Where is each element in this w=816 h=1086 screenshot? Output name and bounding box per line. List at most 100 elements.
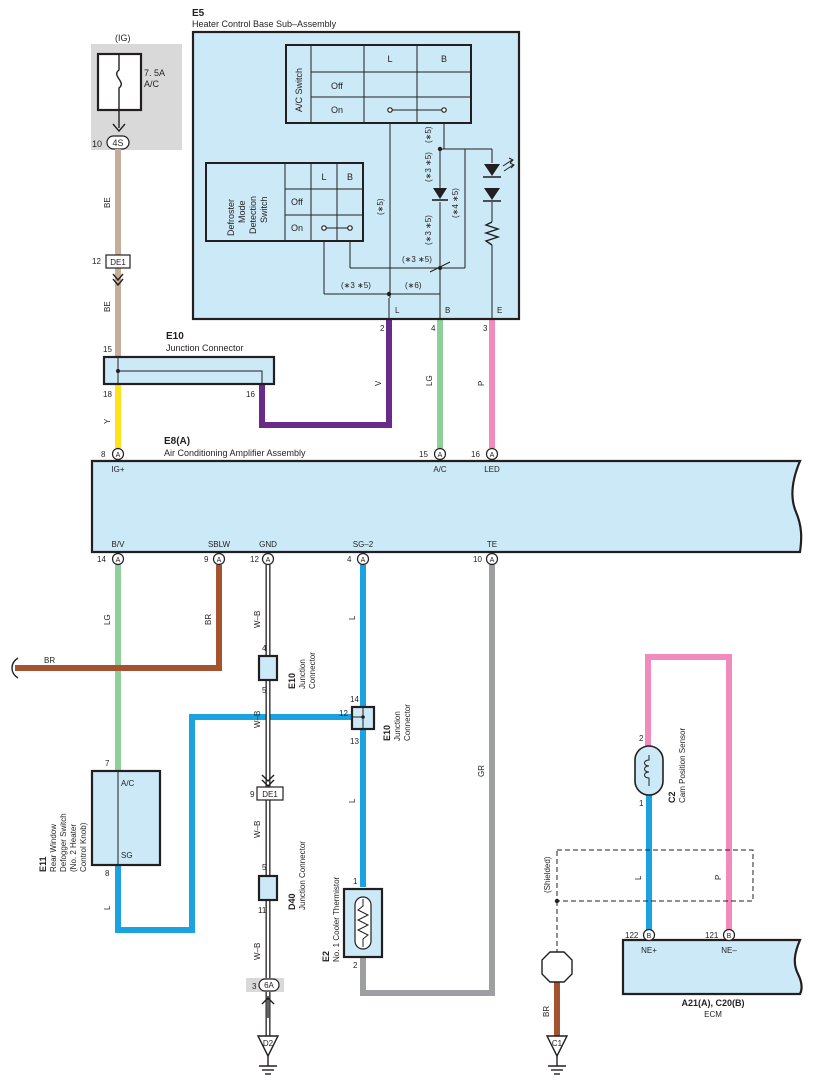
e10b-pin-5: 5: [262, 686, 267, 695]
wire-label-v: V: [374, 380, 383, 386]
fuse-connector-label: 4S: [112, 138, 123, 148]
wire-label-br-2: BR: [44, 656, 55, 665]
defroster-label-1: Defroster: [226, 199, 236, 236]
de1b-connector: [256, 786, 284, 801]
svg-text:GND: GND: [259, 540, 277, 549]
e10b-pin-4: 4: [262, 644, 267, 653]
e5-code: E5: [192, 8, 205, 19]
wire-label-br-1: BR: [204, 614, 213, 625]
e5-note-5b: (∗5): [376, 198, 385, 215]
de1b-label: DE1: [262, 790, 278, 799]
c2-name: Cam Position Sensor: [678, 728, 687, 803]
wire-br: [15, 565, 222, 671]
ac-switch-label: A/C Switch: [294, 68, 304, 112]
e10c-label-1: Junction: [393, 711, 402, 741]
wire-label-lg-2: LG: [103, 614, 112, 625]
e8-top-pin-ig: 8 A IG+: [101, 447, 125, 474]
e2-pin-1: 1: [353, 877, 358, 886]
e8-bottom-pin-sg2: SG–2 4 A: [347, 540, 374, 566]
svg-text:121: 121: [705, 931, 719, 940]
e11-sg-label: SG: [121, 851, 133, 860]
svg-text:4: 4: [347, 555, 352, 564]
br-wire-break: [11, 657, 19, 679]
e8-bottom-pin-sblw: SBLW 9 A: [204, 540, 231, 566]
svg-text:NE+: NE+: [641, 946, 657, 955]
svg-text:SBLW: SBLW: [208, 540, 231, 549]
wire-label-l-4: L: [634, 875, 643, 880]
wire-label-lg: LG: [425, 375, 434, 386]
shield-box: [556, 849, 754, 902]
ac-switch-off: Off: [331, 81, 343, 91]
e5-pin-b: B: [445, 306, 450, 315]
e10c-pin-12: 12: [339, 709, 348, 718]
e8-bottom-pin-gnd: GND 12 A: [250, 540, 277, 566]
c2-coil: [644, 755, 650, 786]
e10a-pin-15: 15: [103, 345, 112, 354]
svg-text:A: A: [490, 557, 495, 564]
e11-label-2: Defogger Switch: [59, 813, 68, 872]
e5-diode: [433, 188, 447, 199]
ac-switch-box: [285, 44, 472, 124]
ecm-box: [621, 938, 803, 996]
e10b-label-2: Connector: [308, 652, 317, 689]
svg-text:9: 9: [204, 555, 209, 564]
e5-note-35c: (∗3 ∗5): [402, 255, 432, 264]
wire-label-gr: GR: [477, 765, 486, 777]
wire-label-l-3: L: [103, 905, 112, 910]
ground-d2-label: D2: [263, 1039, 274, 1048]
wire-label-p-2: P: [714, 875, 723, 880]
wire-label-wb-1: W–B: [253, 611, 262, 628]
e11-box: [90, 769, 162, 867]
e5-note-35b: (∗3 ∗5): [424, 215, 433, 245]
de1a-connector: [105, 254, 131, 269]
d40-pin-11: 11: [258, 906, 267, 915]
c2-sensor: [634, 745, 664, 796]
e5-name: Heater Control Base Sub–Assembly: [192, 19, 337, 29]
e5-resistor: [483, 221, 501, 246]
d40-code: D40: [287, 893, 297, 910]
c2-pin-2: 2: [639, 734, 644, 743]
svg-text:A: A: [266, 557, 271, 564]
defroster-label-4: Switch: [259, 196, 269, 223]
e8-top-pin-ac: 15 A A/C: [419, 447, 447, 474]
e5-note-6: (∗6): [405, 281, 422, 290]
e2-pin-2: 2: [353, 961, 358, 970]
svg-text:15: 15: [419, 450, 428, 459]
ground-c1-label: C1: [552, 1039, 563, 1048]
e5-pin-l: L: [395, 306, 400, 315]
e10b-label-1: Junction: [298, 659, 307, 689]
e5-led-1: [484, 164, 500, 176]
e5-pin-3: 3: [483, 324, 488, 333]
e10c-pin-13: 13: [350, 737, 359, 746]
e5-led-2: [484, 188, 500, 200]
e5-note-35d: (∗3 ∗5): [341, 281, 371, 290]
wire-label-be-1: BE: [103, 197, 112, 208]
de1a-pin: 12: [92, 257, 101, 266]
wire-label-wb-4: W–B: [253, 943, 262, 960]
svg-text:IG+: IG+: [111, 465, 124, 474]
fuse-ig-label: (IG): [115, 33, 131, 43]
svg-text:A: A: [116, 557, 121, 564]
e11-label-4: Control Knob): [79, 822, 88, 872]
fuse-chevron: [112, 123, 126, 133]
e11-label-3: (No. 2 Heater: [69, 824, 78, 872]
svg-text:122: 122: [625, 931, 639, 940]
e5-pin-4: 4: [431, 324, 436, 333]
e10c-label-2: Connector: [403, 704, 412, 741]
svg-text:A: A: [361, 557, 366, 564]
e5-pin-2: 2: [380, 324, 385, 333]
ac-switch-on: On: [331, 105, 343, 115]
e8-box: [90, 459, 803, 554]
svg-text:A: A: [116, 452, 121, 459]
e8-code: E8(A): [164, 436, 190, 447]
e8-bottom-pin-te: TE 10 A: [473, 540, 499, 566]
fuse-rating: 7. 5A: [144, 68, 165, 78]
e10a-name: Junction Connector: [166, 343, 244, 353]
ac-switch-col-l: L: [387, 54, 392, 64]
e10a-pin-18: 18: [103, 390, 112, 399]
wire-l-e11: [115, 714, 352, 933]
j6a-connector: [258, 978, 280, 992]
svg-text:14: 14: [97, 555, 106, 564]
e10c-pin-14: 14: [350, 695, 359, 704]
